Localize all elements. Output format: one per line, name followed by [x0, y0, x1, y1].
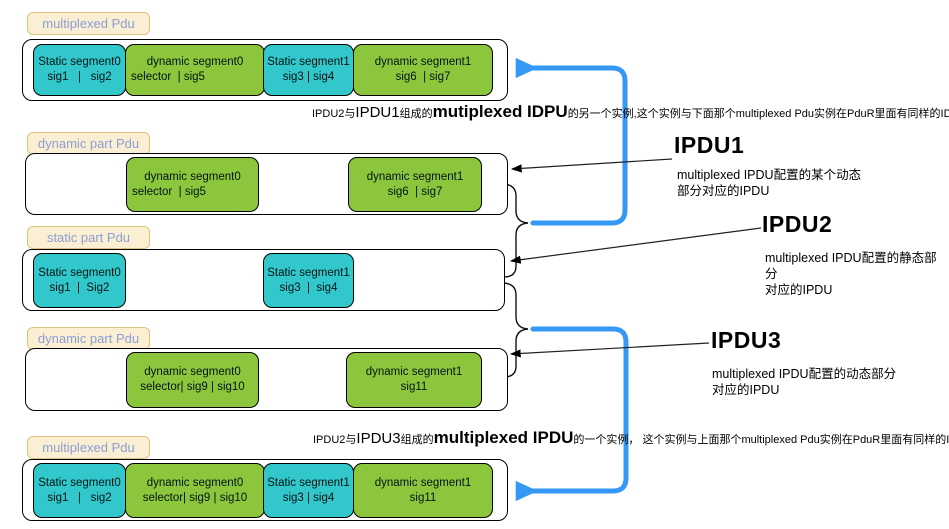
- callout-desc-ipdu1: multiplexed IPDU配置的某个动态 部分对应的IPDU: [677, 167, 861, 199]
- segment-dynamic0: dynamic segment0 selector| sig9 | sig10: [125, 463, 265, 518]
- callout-desc-line: 部分对应的IPDU: [677, 184, 770, 198]
- pdu-box-multiplexed-bottom: Static segment0 sig1 | sig2 dynamic segm…: [22, 459, 508, 521]
- callout-title-ipdu1: IPDU1: [674, 132, 745, 158]
- segment-title: dynamic segment1: [374, 476, 472, 489]
- callout-desc-line: multiplexed IPDU配置的某个动态: [677, 168, 862, 182]
- segment-title: Static segment1: [267, 56, 350, 68]
- blue-arrow-top-instance: [515, 57, 628, 226]
- callout-desc-line: 对应的IPDU: [765, 283, 833, 297]
- annotation-part: 组成的: [400, 434, 434, 446]
- annotation-part: IPDU3: [356, 430, 401, 447]
- annotation-part: 的另一个实例,这个实例与下面那个multiplexed Pdu实例在PduR里面…: [567, 108, 949, 120]
- segment-title: Static segment1: [267, 266, 350, 279]
- pdu-box-ipdu1: dynamic segment0 selector | sig5 dynamic…: [25, 153, 508, 215]
- segment-title: dynamic segment1: [366, 170, 464, 183]
- segment-signals: sig11: [409, 491, 437, 504]
- segment-title: Static segment0: [38, 266, 121, 279]
- segment-title: Static segment0: [38, 56, 121, 68]
- segment-static1: Static segment1 sig3 | sig4: [263, 253, 354, 308]
- pdu-label-static-part: static part Pdu: [27, 226, 150, 249]
- segment-signals: sig11: [400, 381, 428, 393]
- annotation-part: IPDU1: [355, 104, 400, 121]
- callout-line-ipdu3: [509, 342, 710, 358]
- callout-desc-ipdu2: multiplexed IPDU配置的静态部分 对应的IPDU: [765, 250, 949, 298]
- segment-static0: Static segment0 sig1 | Sig2: [33, 253, 126, 308]
- segment-dynamic0: dynamic segment0 selector| sig9 | sig10: [126, 352, 259, 408]
- segment-signals: selector| sig9 | sig10: [140, 381, 245, 393]
- annotation-part: mutiplexed IDPU: [432, 102, 568, 121]
- pdu-box-multiplexed-top: Static segment0 sig1 | sig2 dynamic segm…: [22, 39, 508, 101]
- segment-signals: sig3 | sig4: [282, 491, 335, 504]
- annotation-top-instance: IPDU2与IPDU1组成的mutiplexed IDPU的另一个实例,这个实例…: [312, 102, 949, 122]
- segment-title: Static segment0: [38, 476, 121, 489]
- segment-static1: Static segment1 sig3 | sig4: [263, 44, 354, 96]
- pdu-label-multiplexed-top: multiplexed Pdu: [27, 12, 150, 35]
- segment-signals: selector | sig5: [132, 185, 206, 198]
- segment-signals: selector| sig9 | sig10: [142, 491, 248, 504]
- callout-title-ipdu3: IPDU3: [711, 327, 782, 353]
- segment-signals: sig1 | sig2: [47, 491, 112, 504]
- segment-signals: sig1 | sig2: [47, 71, 112, 83]
- callout-desc-line: multiplexed IPDU配置的动态部分: [712, 367, 897, 381]
- brace-ipdu2-ipdu3-group: [503, 282, 529, 378]
- brace-ipdu1-ipdu2-group: [503, 183, 529, 278]
- segment-dynamic1: dynamic segment1 sig11: [353, 463, 493, 518]
- segment-title: dynamic segment1: [374, 56, 472, 68]
- segment-signals: sig6 | sig7: [387, 185, 443, 198]
- segment-signals: sig3 | sig4: [279, 281, 338, 294]
- segment-title: dynamic segment0: [146, 476, 244, 489]
- segment-title: dynamic segment1: [365, 366, 463, 378]
- segment-signals: selector | sig5: [131, 71, 205, 83]
- segment-dynamic0: dynamic segment0 selector | sig5: [126, 157, 259, 212]
- blue-arrow-bottom-instance: [515, 326, 629, 502]
- callout-desc-line: multiplexed IPDU配置的静态部分: [765, 251, 937, 281]
- segment-signals: sig1 | Sig2: [49, 281, 110, 294]
- callout-line-ipdu1: [510, 158, 673, 173]
- annotation-part: multiplexed IPDU: [433, 428, 574, 447]
- segment-dynamic0: dynamic segment0 selector | sig5: [125, 44, 265, 96]
- callout-line-ipdu2: [509, 227, 762, 264]
- segment-static0: Static segment0 sig1 | sig2: [33, 44, 126, 96]
- segment-signals: sig6 | sig7: [395, 71, 451, 83]
- segment-signals: sig3 | sig4: [282, 71, 335, 83]
- segment-static1: Static segment1 sig3 | sig4: [263, 463, 354, 518]
- segment-title: dynamic segment0: [144, 170, 241, 183]
- segment-dynamic1: dynamic segment1 sig6 | sig7: [353, 44, 493, 96]
- pdu-box-ipdu2: Static segment0 sig1 | Sig2 Static segme…: [22, 249, 505, 311]
- segment-static0: Static segment0 sig1 | sig2: [33, 463, 126, 518]
- pdu-label-dynamic-part-1: dynamic part Pdu: [27, 132, 150, 155]
- segment-title: dynamic segment0: [146, 56, 244, 68]
- annotation-part: 组成的: [399, 108, 433, 120]
- pdu-label-dynamic-part-2: dynamic part Pdu: [27, 327, 150, 350]
- callout-title-ipdu2: IPDU2: [762, 211, 833, 237]
- annotation-bottom-instance: IPDU2与IPDU3组成的multiplexed IPDU的一个实例， 这个实…: [313, 428, 949, 448]
- segment-title: Static segment1: [267, 476, 350, 489]
- pdu-box-ipdu3: dynamic segment0 selector| sig9 | sig10 …: [25, 348, 508, 411]
- annotation-part: IPDU2与: [313, 434, 357, 446]
- pdu-label-multiplexed-bottom: multiplexed Pdu: [27, 436, 150, 459]
- annotation-part: IPDU2与: [312, 108, 356, 120]
- segment-title: dynamic segment0: [144, 366, 241, 378]
- callout-desc-line: 对应的IPDU: [712, 383, 780, 397]
- callout-desc-ipdu3: multiplexed IPDU配置的动态部分 对应的IPDU: [712, 366, 896, 398]
- segment-dynamic1: dynamic segment1 sig6 | sig7: [348, 157, 482, 212]
- annotation-part: 的一个实例， 这个实例与上面那个multiplexed Pdu实例在PduR里面…: [573, 434, 949, 446]
- segment-dynamic1: dynamic segment1 sig11: [346, 352, 482, 408]
